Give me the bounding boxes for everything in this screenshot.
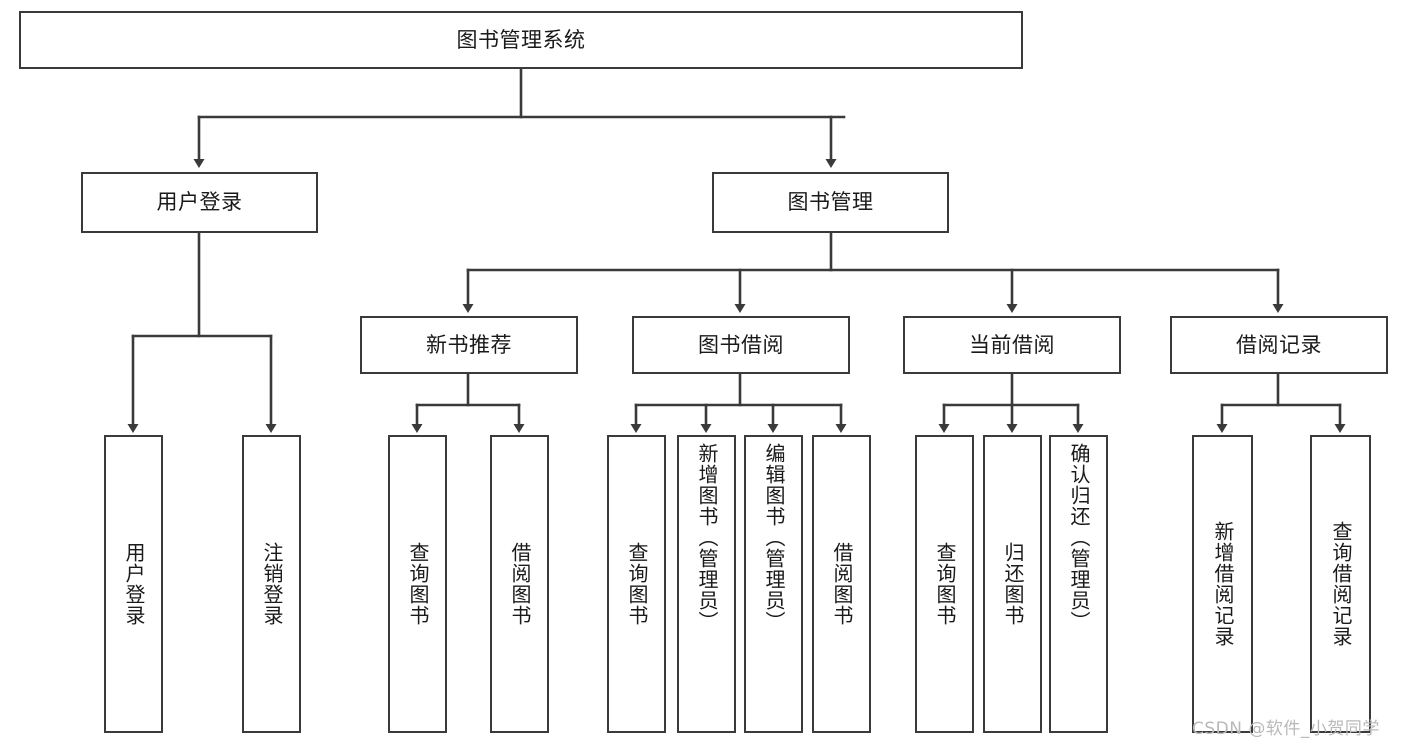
node-book-management[interactable]: 图书管理	[712, 172, 949, 233]
node-label: 图书管理系统	[456, 27, 586, 52]
node-leaf-borrow-book-recommend[interactable]: 借阅图书	[490, 435, 549, 733]
node-new-book-recommend[interactable]: 新书推荐	[360, 316, 578, 374]
node-label: 图书借阅	[698, 332, 784, 357]
node-label: 注销登录	[260, 542, 284, 626]
node-label: 当前借阅	[969, 332, 1055, 357]
node-label: 确认归还（管理员）	[1067, 443, 1091, 632]
node-leaf-borrow-book[interactable]: 借阅图书	[812, 435, 871, 733]
node-label: 借阅图书	[830, 542, 854, 626]
node-user-login[interactable]: 用户登录	[81, 172, 318, 233]
node-label: 查询借阅记录	[1329, 521, 1353, 647]
node-label: 用户登录	[156, 190, 243, 215]
node-label: 编辑图书（管理员）	[762, 443, 786, 632]
node-label: 新增借阅记录	[1211, 521, 1235, 647]
node-leaf-add-book[interactable]: 新增图书（管理员）	[677, 435, 736, 733]
node-leaf-query-book-recommend[interactable]: 查询图书	[388, 435, 447, 733]
node-label: 查询图书	[406, 542, 430, 626]
node-current-borrow[interactable]: 当前借阅	[903, 316, 1121, 374]
csdn-watermark: CSDN @软件_小贺同学	[1192, 719, 1380, 739]
node-leaf-confirm-return[interactable]: 确认归还（管理员）	[1049, 435, 1108, 733]
node-leaf-add-borrow-record[interactable]: 新增借阅记录	[1192, 435, 1253, 733]
node-leaf-query-book-borrow[interactable]: 查询图书	[607, 435, 666, 733]
node-leaf-query-book-current[interactable]: 查询图书	[915, 435, 974, 733]
node-leaf-user-login[interactable]: 用户登录	[104, 435, 163, 733]
node-leaf-query-borrow-record[interactable]: 查询借阅记录	[1310, 435, 1371, 733]
node-label: 用户登录	[122, 542, 146, 626]
node-label: 新书推荐	[426, 332, 512, 357]
node-label: 新增图书（管理员）	[695, 443, 719, 632]
node-book-borrow[interactable]: 图书借阅	[632, 316, 850, 374]
node-leaf-return-book[interactable]: 归还图书	[983, 435, 1042, 733]
node-leaf-logout[interactable]: 注销登录	[242, 435, 301, 733]
node-label: 借阅记录	[1236, 332, 1322, 357]
node-label: 查询图书	[933, 542, 957, 626]
node-label: 查询图书	[625, 542, 649, 626]
node-borrow-record[interactable]: 借阅记录	[1170, 316, 1388, 374]
node-label: 借阅图书	[508, 542, 532, 626]
node-root-book-management-system[interactable]: 图书管理系统	[19, 11, 1023, 69]
node-leaf-edit-book[interactable]: 编辑图书（管理员）	[744, 435, 803, 733]
node-label: 图书管理	[787, 190, 874, 215]
node-label: 归还图书	[1001, 542, 1025, 626]
